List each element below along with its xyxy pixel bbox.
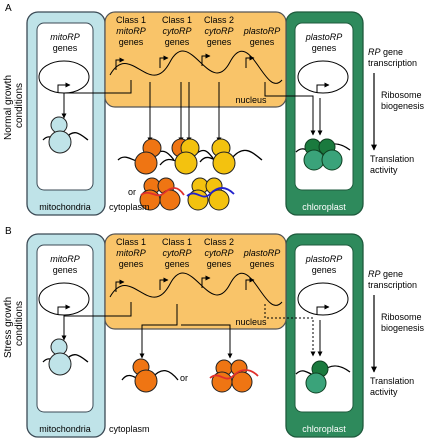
polysome-orange — [209, 359, 259, 393]
panel-letter: B — [5, 226, 12, 237]
mitochondria-label: mitochondria — [39, 424, 91, 434]
rp-transcription-label: RP gene — [368, 47, 403, 57]
tss-arrow-1 — [115, 57, 125, 70]
mito-promoter-arrow — [57, 82, 71, 93]
mito-ribosome — [42, 338, 89, 376]
col1-genes: genes — [119, 37, 144, 47]
polysome-yellow — [186, 177, 235, 211]
tss-arrow-2 — [159, 277, 169, 290]
or-label: or — [180, 373, 188, 383]
cytoplasm-label: cytoplasm — [109, 424, 150, 434]
cyto-ribosome-yellow — [199, 138, 263, 175]
tss-arrow-2 — [159, 55, 169, 68]
mito-genome — [38, 282, 90, 316]
mito-gene-label2: genes — [53, 43, 78, 53]
col4-genes: genes — [250, 259, 275, 269]
mito-ribosome — [42, 116, 89, 154]
chloroplast-label: chloroplast — [302, 424, 346, 434]
col3-gene: cytoRP — [204, 248, 233, 258]
nuclear-chromosome — [109, 272, 283, 306]
cyto-ribosome-mixed — [159, 138, 217, 175]
col2-genes: genes — [165, 37, 190, 47]
col3-class: Class 2 — [204, 237, 234, 247]
col1-class: Class 1 — [116, 15, 146, 25]
side-label-line1: Stress growth — [3, 297, 14, 358]
col1-genes: genes — [119, 259, 144, 269]
col3-genes: genes — [207, 259, 232, 269]
chloro-ribosome-stress — [295, 360, 351, 394]
nuclear-chromosome — [109, 50, 283, 84]
cyto-ribosome-orange — [121, 358, 179, 393]
nucleus-compartment — [104, 233, 287, 330]
plasto-gene-label2: genes — [312, 265, 337, 275]
side-label-line2: conditions — [14, 83, 25, 128]
ribosome-biogenesis-label: Ribosome — [381, 90, 422, 100]
col4-gene: plastoRP — [243, 248, 281, 258]
tss-arrow-4 — [245, 55, 255, 68]
mito-gene-label2: genes — [53, 265, 78, 275]
plastid-genome — [297, 282, 349, 316]
tss-arrow-1 — [115, 279, 125, 292]
side-label-line2: conditions — [14, 301, 25, 346]
cyto-ribosome-orange — [117, 138, 175, 175]
translation-label: Translation — [370, 154, 414, 164]
translation-label2: activity — [370, 387, 398, 397]
panel-letter: A — [5, 3, 12, 14]
plastid-genome — [297, 60, 349, 94]
col1-gene: mitoRP — [116, 26, 146, 36]
rp-transcription-label: RP gene — [368, 269, 403, 279]
col3-class: Class 2 — [204, 15, 234, 25]
cytoplasm-label: cytoplasm — [109, 202, 150, 212]
col3-genes: genes — [207, 37, 232, 47]
col1-gene: mitoRP — [116, 248, 146, 258]
rp-transcription-label2: transcription — [368, 58, 417, 68]
translation-label: Translation — [370, 376, 414, 386]
cyto-arrow-right — [181, 324, 233, 359]
panel-a: A Normal growth conditions mitoRP genes … — [3, 3, 425, 216]
nucleus-label: nucleus — [235, 95, 267, 105]
col2-genes: genes — [165, 259, 190, 269]
plasto-promoter-arrow — [316, 304, 330, 315]
plastorp-import-arrow-dashed — [264, 304, 316, 357]
plasto-gene-label: plastoRP — [305, 32, 343, 42]
panel-b: B Stress growth conditions mitoRP genes … — [3, 226, 425, 438]
col2-class: Class 1 — [162, 15, 192, 25]
polysome-orange — [139, 177, 185, 211]
ribosome-biogenesis-label2: biogenesis — [381, 323, 425, 333]
plastorp-import-arrow — [264, 82, 316, 136]
mitorp-import-arrow — [61, 302, 132, 341]
tss-arrow-4 — [245, 277, 255, 290]
mitochondria-label: mitochondria — [39, 202, 91, 212]
ribosome-biogenesis-label: Ribosome — [381, 312, 422, 322]
tss-arrow-3 — [201, 53, 211, 66]
nucleus-label: nucleus — [235, 317, 267, 327]
translation-label2: activity — [370, 165, 398, 175]
cyto-arrow-left — [139, 304, 178, 359]
plasto-gene-label: plastoRP — [305, 254, 343, 264]
col3-gene: cytoRP — [204, 26, 233, 36]
side-label-line1: Normal growth — [3, 75, 14, 140]
mito-promoter-arrow — [57, 304, 71, 315]
tss-arrow-3 — [201, 275, 211, 288]
col4-genes: genes — [250, 37, 275, 47]
col2-gene: cytoRP — [162, 248, 191, 258]
rp-transcription-label2: transcription — [368, 280, 417, 290]
mitorp-import-arrow — [61, 80, 132, 119]
col2-gene: cytoRP — [162, 26, 191, 36]
or-label: or — [128, 187, 136, 197]
col4-gene: plastoRP — [243, 26, 281, 36]
mito-gene-label: mitoRP — [50, 254, 80, 264]
col1-class: Class 1 — [116, 237, 146, 247]
plasto-promoter-arrow — [316, 82, 330, 93]
col2-class: Class 1 — [162, 237, 192, 247]
ribosome-biogenesis-label2: biogenesis — [381, 101, 425, 111]
plasto-gene-label2: genes — [312, 43, 337, 53]
chloro-ribosome — [295, 138, 351, 171]
chloroplast-label: chloroplast — [302, 202, 346, 212]
mito-gene-label: mitoRP — [50, 32, 80, 42]
